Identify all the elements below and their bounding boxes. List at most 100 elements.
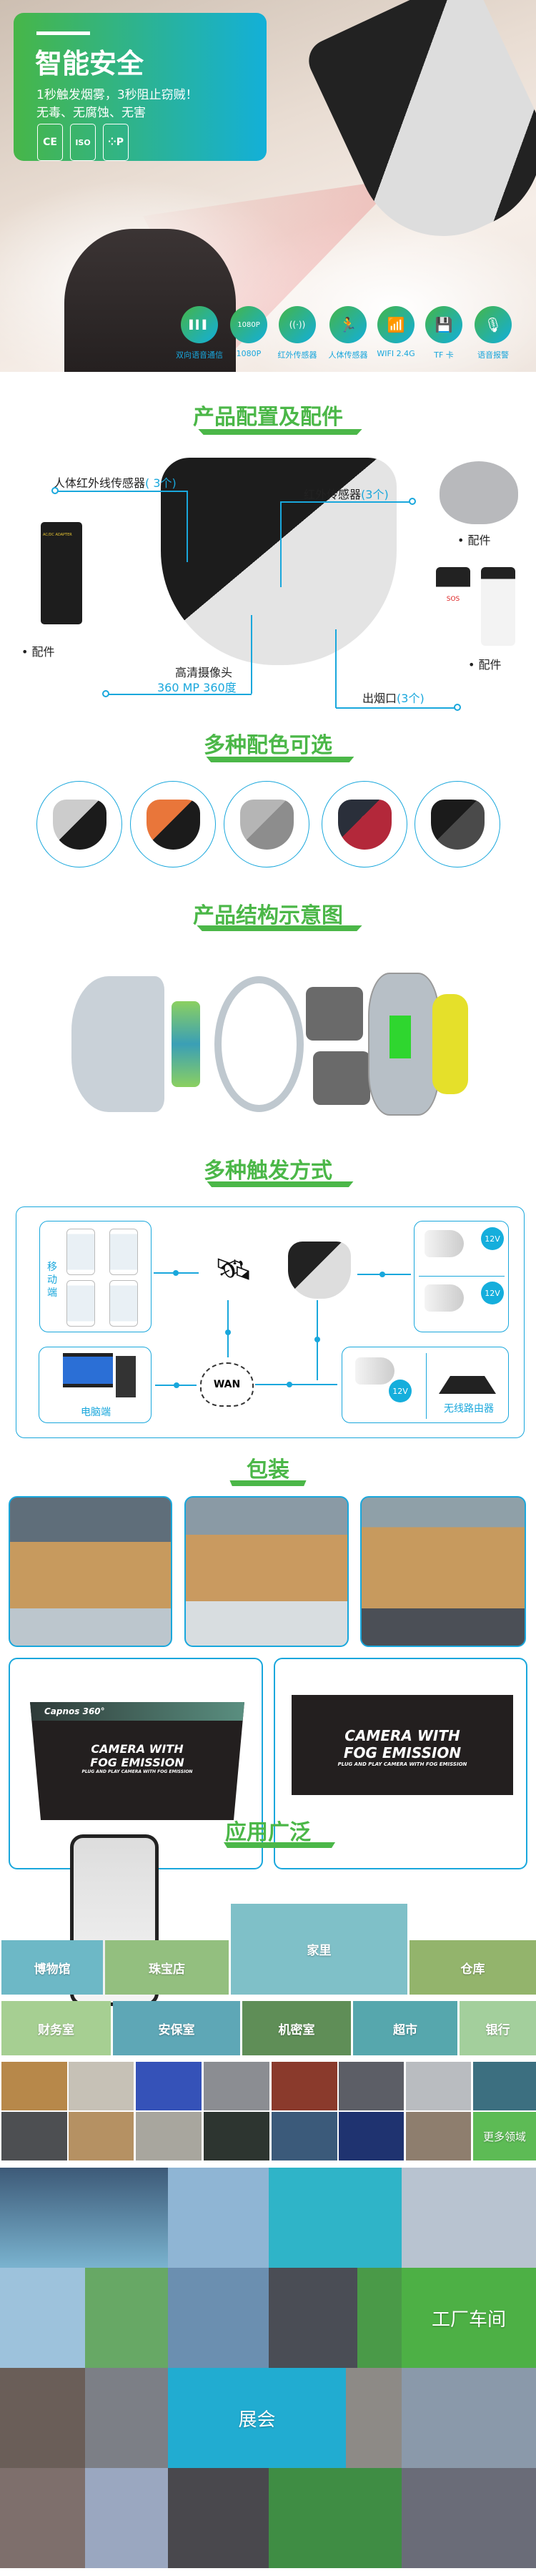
exhibition-photo [0,2368,85,2468]
exhibition-photo [168,2468,269,2568]
fog-canister-part [306,987,363,1041]
pc-client-box: 电脑端 [39,1347,152,1423]
scene-tile-bank: 银行 [460,2001,536,2055]
pc-client-label: 电脑端 [81,1407,111,1418]
router-label: 无线路由器 [444,1403,494,1415]
color-option[interactable] [415,781,500,867]
hero-subtagline: 无毒、无腐蚀、无害 [36,106,146,120]
eco-cert-icon: ⁘P [103,124,129,161]
title-decoration [36,31,90,35]
title-underline [197,925,362,931]
remote-control-image: SOS [436,567,470,646]
pcb-part [389,1016,411,1058]
microphone-icon: 🎙 [475,306,512,343]
packaging-photo [9,1496,172,1647]
scene-photo [473,2062,536,2110]
phone-screenshot [109,1280,138,1327]
color-option[interactable] [224,781,309,867]
hero-info-box: 智能安全 1秒触发烟雾，3秒阻止窃贼！ 无毒、无腐蚀、无害 CE ISO ⁘P [14,13,267,161]
front-cover-part [71,976,164,1112]
divider [419,1276,505,1277]
callout-line [280,501,282,587]
scene-photo [339,2062,404,2110]
hero-banner: 智能安全 1秒触发烟雾，3秒阻止窃贼！ 无毒、无腐蚀、无害 CE ISO ⁘P … [0,0,536,372]
smoke-cloud [214,215,536,372]
remote-control-image [481,567,515,646]
hero-tagline: 1秒触发烟雾，3秒阻止窃贼！ [36,88,198,102]
factory-photo [269,2268,357,2368]
accessory-label: • 配件 [468,658,502,672]
callout-line [251,615,252,694]
callout-line [335,629,337,708]
callout-dot [409,498,416,505]
connector-dot [174,1382,179,1388]
color-option[interactable] [130,781,216,867]
smoke-outlet-label: 出烟口(3个) [362,689,425,706]
color-swatch-orange [146,799,200,850]
callout-line [106,694,252,695]
title-underline [223,1842,336,1848]
exhibition-tile: 展会 [168,2368,346,2468]
title-underline [198,429,362,435]
box-title-line2: FOG EMISSION [343,1744,462,1761]
packaging-photo [184,1496,349,1647]
wan-cloud-icon: WAN [200,1362,254,1407]
callout-dot [51,487,59,494]
scene-photo [339,2112,404,2160]
factory-photo [357,2268,402,2368]
callout-line [55,491,187,492]
box-subtitle: PLUG AND PLAY CAMERA WITH FOG EMISSION [337,1761,467,1767]
phone-screenshot [66,1280,95,1327]
factory-photo [85,2268,168,2368]
fog-machine-icon [425,1284,464,1312]
package-box-image: CAMERA WITH FOG EMISSION PLUG AND PLAY C… [292,1695,513,1795]
mobile-client-label: 移动端 [47,1262,57,1299]
phone-screenshot [66,1229,95,1275]
sensor-board-part [172,1001,200,1087]
scene-tile-warehouse: 仓库 [410,1940,536,1995]
scene-photo [272,2112,337,2160]
factory-photo [269,2168,402,2268]
color-option[interactable] [322,781,407,867]
camera-label: 高清摄像头 [175,666,233,679]
inner-frame-part [214,976,304,1112]
mounting-plate-image [440,461,518,524]
infrared-icon: ((·)) [279,306,316,343]
color-swatch-black [430,799,485,850]
box-title-line1: CAMERA WITH [344,1727,460,1744]
color-swatch-grey [239,799,294,850]
factory-tile: 工厂车间 [402,2268,536,2368]
tf-card-icon: 💾 [425,306,462,343]
box-brand: Capnos 360° [30,1702,244,1721]
callout-dot [102,690,109,697]
scene-photo [406,2062,471,2110]
ir-sensor-count: (3个) [361,488,389,501]
scene-photo [69,2062,134,2110]
camera-device-icon [288,1242,351,1299]
box-subtitle: PLUG AND PLAY CAMERA WITH FOG EMISSION [81,1769,193,1774]
feature-label: 双向语音通信 [176,350,223,360]
mobile-client-box: 移动端 [39,1221,152,1332]
more-fields-tile[interactable]: 更多领域 [473,2112,536,2160]
connector-dot [173,1270,179,1276]
voltage-badge: 12V [389,1380,412,1402]
color-swatch-red [337,799,392,850]
callout-line [281,501,412,503]
feature-label: TF 卡 [434,350,454,360]
factory-photo [168,2268,269,2368]
ir-sensor-label: 红外传感器(3个) [304,485,389,502]
power-adapter-image: AC/DC ADAPTER [41,522,82,624]
callout-line [336,707,457,709]
scene-tile-finance-room: 财务室 [1,2001,111,2055]
section-title-config: 产品配置及配件 [193,405,343,430]
package-box-card: CAMERA WITH FOG EMISSION PLUG AND PLAY C… [274,1658,527,1869]
scene-photo [406,2112,471,2160]
color-option[interactable] [36,781,122,867]
iso-cert-icon: ISO [70,124,96,161]
callout-dot [454,704,461,711]
feature-label: 1080P [236,349,262,358]
exhibition-photo [0,2468,85,2568]
connector-line [255,1384,337,1385]
satellite-signal-icon: 🛰 [214,1252,253,1287]
ir-sensor-text: 红外传感器 [304,488,362,501]
